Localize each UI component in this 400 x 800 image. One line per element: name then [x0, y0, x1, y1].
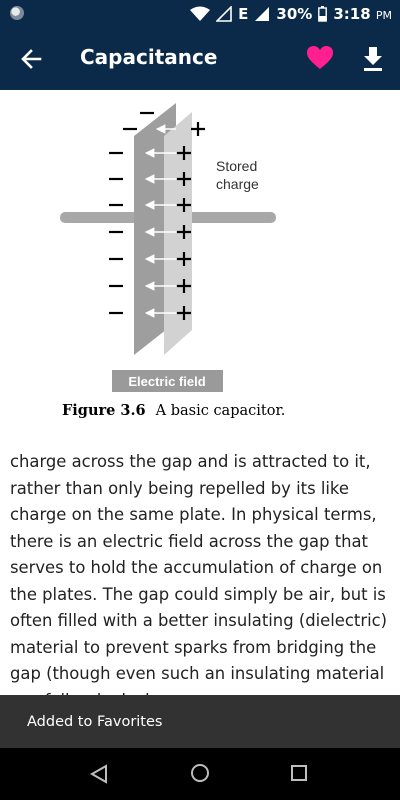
nav-recents-icon[interactable]	[290, 764, 308, 782]
back-button[interactable]	[18, 45, 46, 73]
capacitor-diagram: Stored charge Electric field	[60, 103, 276, 392]
system-nav-bar	[0, 748, 400, 800]
download-icon	[364, 47, 382, 71]
status-right: E 30% 3:18 PM	[190, 0, 392, 28]
snackbar-message: Added to Favorites	[27, 713, 163, 730]
page-title: Capacitance	[80, 45, 218, 69]
right-plate	[164, 112, 192, 355]
back-arrow-icon	[21, 49, 42, 69]
signal-icon	[255, 7, 270, 21]
positive-charges	[177, 122, 205, 320]
wifi-icon	[190, 6, 211, 21]
app-bar: Capacitance	[0, 28, 400, 90]
article-text: charge across the gap and is attracted t…	[10, 452, 388, 710]
field-arrows	[144, 124, 176, 318]
favorite-button[interactable]	[306, 45, 334, 73]
stored-charge-label-line1: Stored	[216, 158, 257, 174]
nav-back-icon[interactable]	[88, 764, 110, 784]
figure-number: Figure 3.6	[62, 402, 146, 419]
electric-field-label: Electric field	[128, 374, 205, 389]
notification-icon	[10, 6, 24, 20]
clock-time: 3:18	[333, 5, 371, 23]
clock: 3:18 PM	[333, 5, 392, 23]
left-lead-wire	[60, 212, 148, 223]
status-bar: E 30% 3:18 PM	[0, 0, 400, 28]
figure-caption: Figure 3.6 A basic capacitor.	[62, 402, 285, 419]
battery-percent: 30%	[276, 5, 313, 23]
snackbar: Added to Favorites	[0, 695, 400, 748]
nav-home-icon[interactable]	[190, 763, 210, 783]
negative-charges	[109, 111, 154, 315]
right-lead-wire	[176, 212, 276, 223]
figure-caption-text: A basic capacitor.	[155, 403, 286, 419]
heart-icon	[307, 46, 333, 69]
stored-charge-label-line2: charge	[216, 176, 259, 192]
network-type: E	[238, 5, 249, 23]
signal-empty-icon	[216, 6, 232, 22]
electric-field-label-bg	[112, 370, 223, 392]
battery-icon	[318, 6, 328, 22]
capacitor-figure: Stored charge Electric field Figure 3.6 A…	[0, 90, 400, 430]
download-button[interactable]	[360, 45, 386, 73]
clock-suffix: PM	[375, 9, 392, 22]
